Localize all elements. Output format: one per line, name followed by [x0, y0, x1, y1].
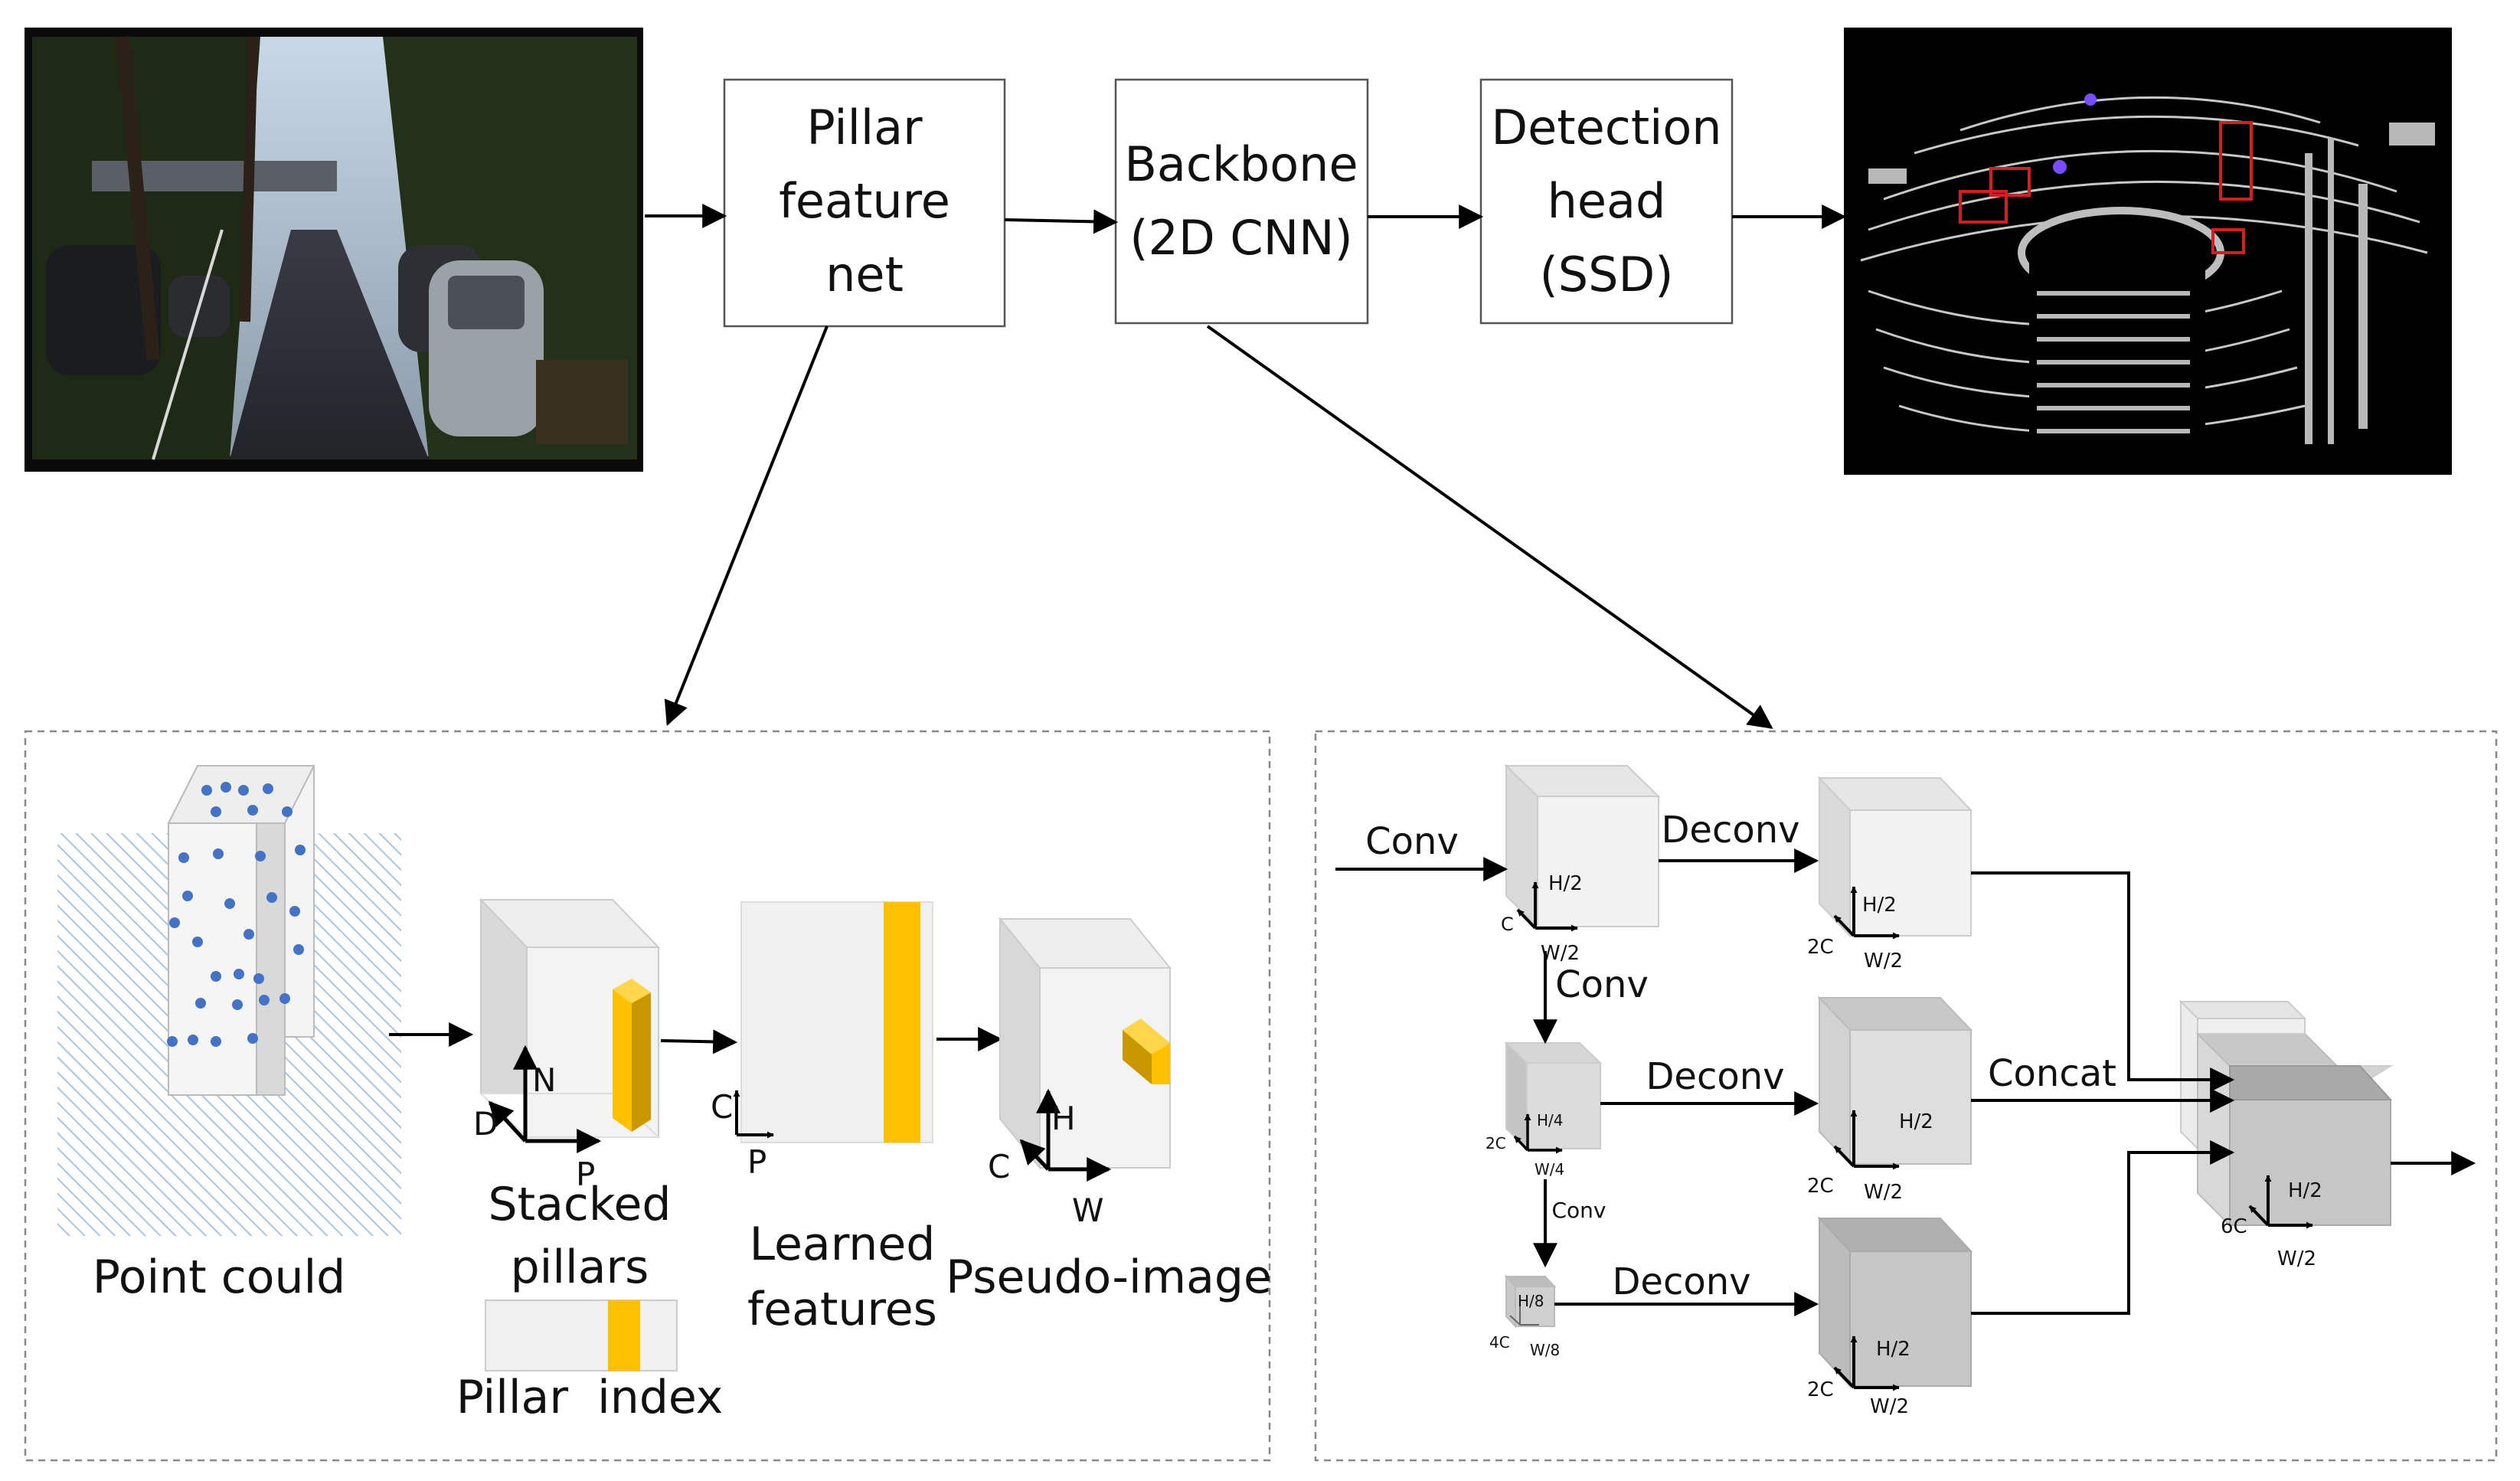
- up2-w: W/2: [1864, 1181, 1903, 1204]
- up-block-2: [1817, 996, 1973, 1166]
- pillar-index-label: Pillar index: [456, 1371, 724, 1424]
- down-block-1: [1504, 763, 1661, 929]
- block2-w: W/4: [1535, 1160, 1564, 1179]
- up2-axes: [1833, 1110, 1900, 1170]
- down-block-2: [1504, 1041, 1603, 1151]
- up2-h: H/2: [1899, 1110, 1933, 1133]
- pillar-index-bar: [485, 1300, 678, 1371]
- point-cloud-label: Point could: [93, 1251, 346, 1304]
- pseudo-axes: [1019, 1088, 1112, 1182]
- stacked-pillars-cube: [479, 897, 661, 1138]
- backbone-box: Backbone (2D CNN): [1114, 78, 1369, 325]
- block1-axes: [1516, 881, 1578, 932]
- conv-in-label: Conv: [1365, 820, 1459, 863]
- pillar-feature-net-box: Pillar feature net: [723, 78, 1006, 328]
- backbone-arrows: [1335, 848, 2476, 1316]
- learned-axis-p: P: [747, 1143, 766, 1181]
- pseudo-axis-w: W: [1072, 1192, 1104, 1229]
- up2-c: 2C: [1807, 1175, 1834, 1198]
- output-h: H/2: [2288, 1179, 2322, 1202]
- up-block-3: [1817, 1216, 1973, 1388]
- backbone-detail-panel: [1314, 730, 2498, 1462]
- block3-axes: [1509, 1302, 1539, 1326]
- up3-w: W/2: [1870, 1395, 1909, 1418]
- pseudo-image-label: Pseudo-image: [946, 1251, 1272, 1304]
- pfn-label-line-2: feature: [779, 173, 950, 229]
- concat-label: Concat: [1988, 1052, 2116, 1095]
- backbone-label-line-1: Backbone: [1124, 136, 1358, 192]
- output-w: W/2: [2277, 1247, 2316, 1270]
- output-c: 6C: [2221, 1215, 2247, 1238]
- lidar-detection-image: [1844, 28, 2452, 475]
- block3-w: W/8: [1530, 1341, 1560, 1359]
- block1-c: C: [1501, 914, 1514, 935]
- learned-axes: [733, 1090, 774, 1139]
- arrow-stacked-to-learned: [660, 1029, 738, 1054]
- deconv-1-label: Deconv: [1661, 809, 1799, 852]
- backbone-label-line-2: (2D CNN): [1129, 210, 1352, 266]
- learned-axis-c: C: [711, 1088, 733, 1126]
- pfn-detail-panel: [24, 730, 1271, 1462]
- up3-h: H/2: [1876, 1338, 1910, 1361]
- learned-features-block: [740, 901, 933, 1143]
- down-block-3: [1504, 1274, 1557, 1329]
- stacked-axes: [488, 1045, 602, 1153]
- block2-h: H/4: [1537, 1111, 1564, 1130]
- deconv-3-label: Deconv: [1612, 1260, 1750, 1303]
- point-cloud-illustration: [57, 765, 401, 1236]
- head-label-line-2: head: [1548, 173, 1666, 229]
- up1-w: W/2: [1864, 950, 1903, 973]
- pseudo-axis-c: C: [988, 1148, 1010, 1185]
- stacked-axis-p: P: [576, 1156, 595, 1193]
- deconv-2-label: Deconv: [1646, 1055, 1784, 1098]
- output-axes: [2248, 1175, 2313, 1229]
- pseudo-image-cube: [998, 917, 1172, 1170]
- head-label-line-1: Detection: [1491, 100, 1721, 155]
- camera-image: [25, 28, 643, 472]
- block3-c: 4C: [1489, 1333, 1510, 1352]
- block2-c: 2C: [1486, 1134, 1506, 1152]
- conv-down-2-label: Conv: [1552, 1198, 1606, 1223]
- block1-h: H/2: [1548, 872, 1583, 895]
- stacked-pillars-label-2: pillars: [511, 1241, 649, 1294]
- up1-h: H/2: [1862, 894, 1897, 917]
- up3-axes: [1833, 1336, 1900, 1391]
- stacked-axis-d: D: [473, 1105, 498, 1143]
- pseudo-axis-h: H: [1051, 1100, 1076, 1137]
- block2-axes: [1513, 1113, 1563, 1154]
- up3-c: 2C: [1807, 1378, 1834, 1401]
- pipeline-arrows: [645, 204, 1847, 729]
- block3-h: H/8: [1518, 1292, 1544, 1310]
- detection-head-box: Detection head (SSD): [1479, 78, 1734, 325]
- concat-output-block: [2178, 999, 2394, 1228]
- head-label-line-3: (SSD): [1540, 247, 1674, 302]
- up-block-1: [1817, 776, 1973, 938]
- up1-c: 2C: [1807, 936, 1834, 959]
- up1-axes: [1833, 886, 1900, 940]
- block1-w: W/2: [1541, 942, 1580, 965]
- conv-down-1-label: Conv: [1555, 963, 1649, 1006]
- stacked-axis-n: N: [532, 1061, 556, 1099]
- learned-features-label-1: Learned: [750, 1218, 936, 1271]
- learned-features-label-2: features: [747, 1283, 937, 1336]
- pfn-label-line-1: Pillar: [806, 100, 923, 155]
- pfn-label-line-3: net: [825, 247, 904, 302]
- stacked-pillars-label-1: Stacked: [489, 1178, 672, 1231]
